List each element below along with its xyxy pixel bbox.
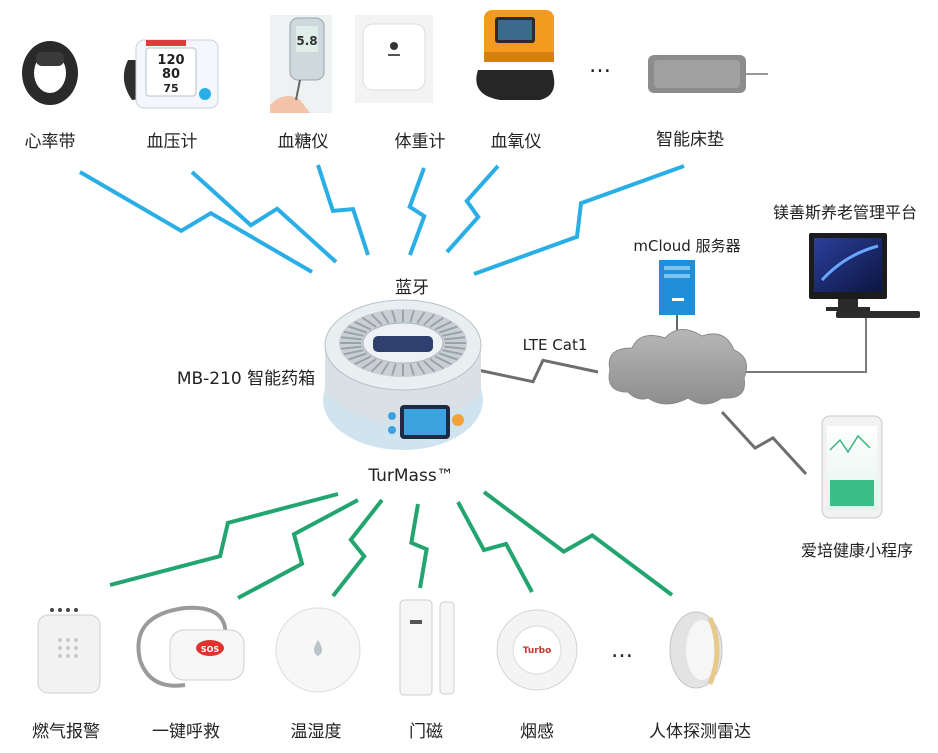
oximeter-icon [476,10,555,100]
box-rib [444,345,466,350]
label-radar-sensor: 人体探测雷达 [649,722,751,742]
smartphone-icon [821,415,883,519]
turmass-link-2 [237,498,359,600]
turmass-link-6 [482,490,674,597]
top-device-labels: 心率带 血压计 血糖仪 体重计 血氧仪 智能床垫 [25,130,725,152]
lte-links [477,358,808,476]
turmass-link-3 [331,498,384,598]
bluetooth-link-3 [316,164,370,256]
turmass-link-1 [109,492,339,587]
svg-text:75: 75 [163,82,178,95]
label-oximeter: 血氧仪 [491,132,542,152]
cloud-icon [608,329,747,405]
hub-label: MB-210 智能药箱 [177,369,315,389]
bluetooth-link-5 [445,164,500,254]
label-temp-humidity: 温湿度 [291,722,342,742]
sos-button-icon: SOS [136,605,245,688]
gas-alarm-icon [37,608,101,694]
label-blood-pressure-monitor: 血压计 [147,132,198,152]
box-rib [423,360,436,373]
box-rib [361,316,377,328]
box-rib [423,313,436,326]
label-glucose-meter: 血糖仪 [278,132,329,152]
box-rib [380,362,390,375]
door-sensor-icon [399,599,455,696]
bluetooth-links [78,164,685,276]
lte-label: LTE Cat1 [523,336,588,354]
smoke-brand-text: Turbo [523,646,552,656]
box-rib [354,320,372,331]
box-rib [409,363,415,376]
box-rib [416,311,426,324]
medicine-box-icon [323,299,483,450]
box-rib [434,355,452,366]
smart-mattress-icon [648,55,768,93]
sos-text: SOS [201,645,220,654]
label-weight-scale: 体重计 [395,132,446,152]
radar-sensor-icon [669,611,723,689]
box-rib [439,325,458,334]
box-rib [429,316,445,328]
label-heart-rate-strap: 心率带 [25,132,76,152]
box-rib [348,352,367,361]
label-sos-button: 一键呼救 [152,722,220,742]
box-rib [434,320,452,331]
box-rib [343,330,364,337]
box-rib [348,325,367,334]
bluetooth-label: 蓝牙 [395,278,429,298]
box-rib [439,352,458,361]
label-gas-alarm: 燃气报警 [32,722,100,742]
bluetooth-link-2 [190,170,338,264]
smoke-detector-icon: Turbo [496,609,578,691]
box-rib [444,336,466,341]
box-rib [361,358,377,370]
box-rib [370,313,383,326]
heart-rate-strap-icon [22,41,78,105]
weight-scale-icon [355,15,433,103]
box-rib [442,349,463,356]
bottom-device-labels: 燃气报警 一键呼救 温湿度 门磁 烟感 人体探测雷达 [32,722,751,742]
server-icon [659,260,695,338]
bluetooth-link-6 [473,164,685,276]
turmass-link-5 [456,501,534,593]
svg-text:80: 80 [162,67,180,82]
app-link [720,410,808,476]
top-devices-ellipsis: … [589,53,611,78]
glucose-meter-icon: 5.8 [270,15,332,113]
bluetooth-link-1 [78,170,314,274]
box-rib [354,355,372,366]
turmass-links [109,490,674,600]
turmass-label: TurMass™ [367,466,453,486]
box-rib [391,310,397,323]
bottom-devices-ellipsis: … [611,638,633,663]
label-smoke-detector: 烟感 [520,722,554,742]
computer-monitor-icon [809,233,920,318]
turmass-link-4 [409,503,429,589]
cloud-platform-line [746,318,867,373]
svg-text:5.8: 5.8 [296,34,317,48]
svg-text:120: 120 [157,53,184,68]
temp-humidity-sensor-icon [275,607,361,693]
box-rib [429,358,445,370]
box-rib [391,363,397,376]
box-rib [340,345,362,350]
box-rib [370,360,383,373]
app-label: 爱培健康小程序 [801,541,913,560]
box-rib [442,330,463,337]
platform-label: 镁善斯养老管理平台 [773,203,917,222]
box-rib [343,349,364,356]
label-smart-mattress: 智能床垫 [656,130,724,150]
lte-link [477,358,599,384]
label-door-sensor: 门磁 [409,722,443,742]
blood-pressure-monitor-icon: 120 80 75 [123,39,219,109]
box-rib [416,362,426,375]
box-rib [340,336,362,341]
bluetooth-link-4 [407,167,427,256]
server-label: mCloud 服务器 [633,237,740,255]
box-rib [409,310,415,323]
box-rib [380,311,390,324]
